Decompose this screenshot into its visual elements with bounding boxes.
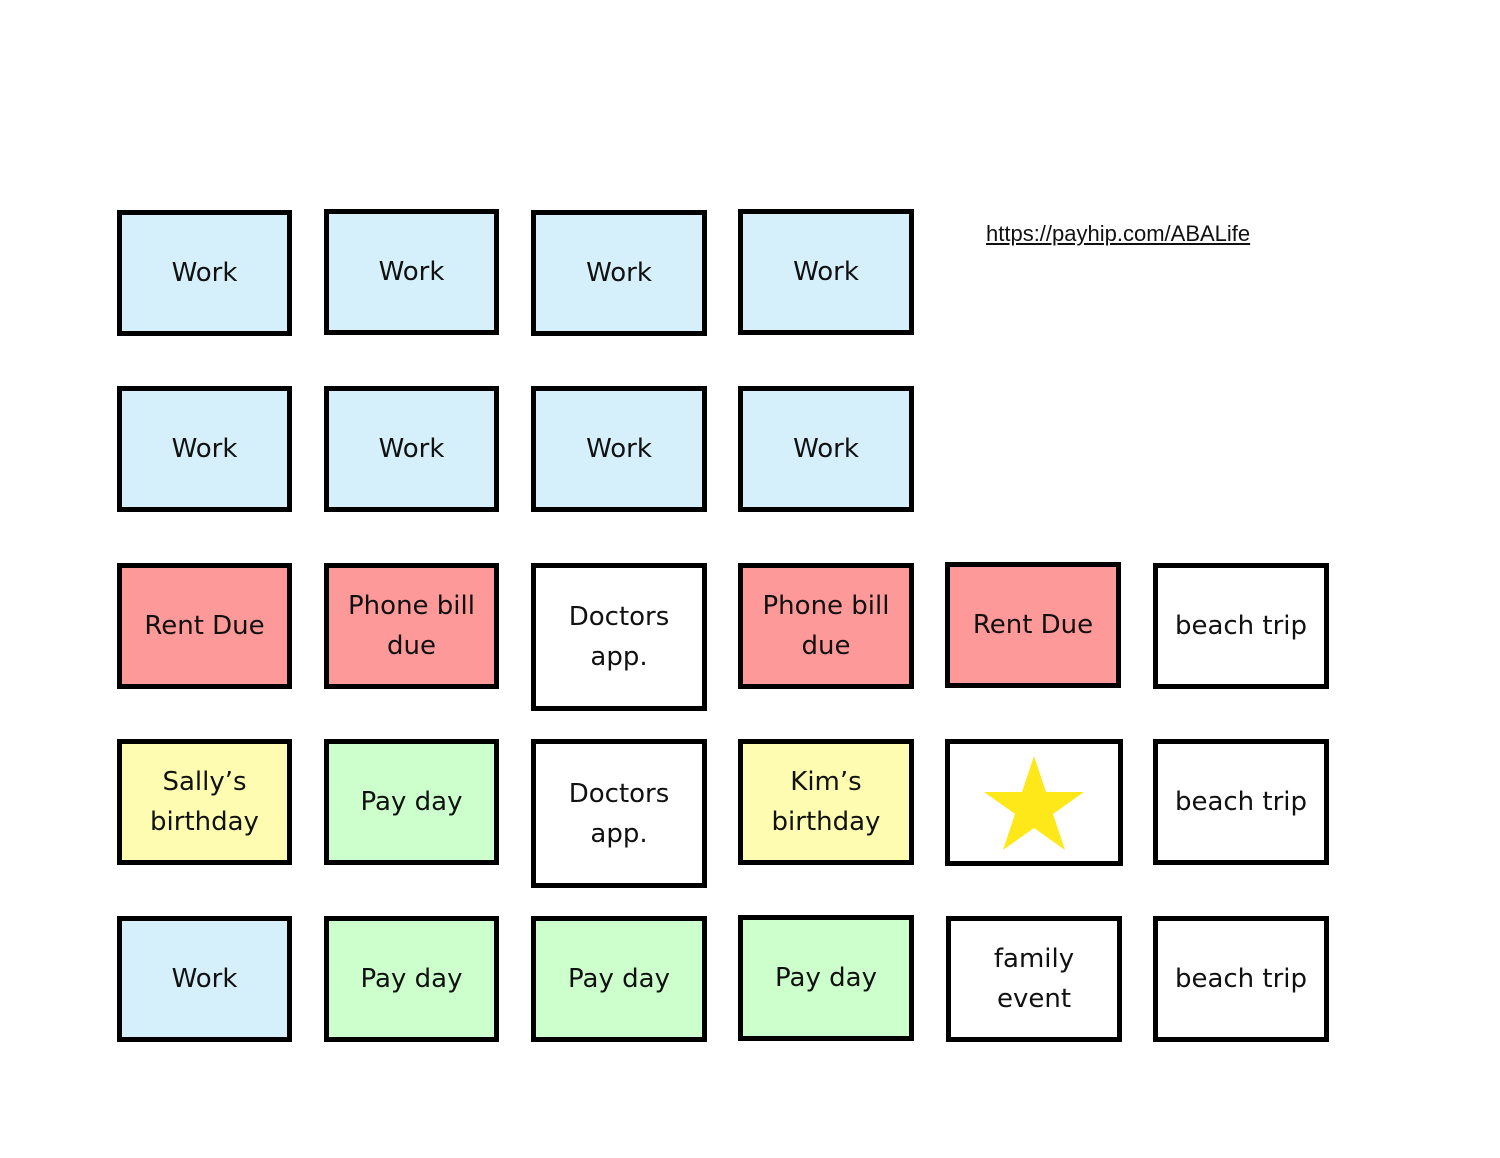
card-label: Work — [171, 434, 238, 464]
card-label: Work — [171, 964, 238, 994]
card-phone-bill-1: Phone bill due — [324, 563, 499, 689]
card-label: Doctors app. — [568, 778, 670, 849]
card-label: Rent Due — [144, 611, 265, 641]
card-label: Pay day — [360, 787, 463, 817]
card-label: Work — [171, 258, 238, 288]
card-label: Work — [793, 257, 859, 287]
card-pay-day-3: Pay day — [531, 916, 707, 1042]
card-label: beach trip — [1174, 787, 1308, 817]
card-label: Pay day — [775, 963, 877, 993]
card-work-1: Work — [117, 210, 292, 336]
card-pay-day-4: Pay day — [738, 915, 914, 1041]
card-pay-day-2: Pay day — [324, 916, 499, 1042]
card-label: beach trip — [1174, 611, 1308, 641]
card-label: Work — [586, 434, 652, 464]
card-doctors-app-1: Doctors app. — [531, 563, 707, 711]
card-work-4: Work — [738, 209, 914, 335]
card-label: Pay day — [568, 964, 670, 994]
card-beach-trip-2: beach trip — [1153, 739, 1329, 865]
card-label: Phone bill due — [762, 591, 890, 661]
card-label: Sally’s birthday — [150, 767, 259, 837]
card-label: Pay day — [360, 964, 463, 994]
card-rent-due-2: Rent Due — [945, 562, 1121, 688]
card-work-6: Work — [324, 386, 499, 512]
payhip-link[interactable]: https://payhip.com/ABALife — [986, 221, 1251, 246]
card-pay-day-1: Pay day — [324, 739, 499, 865]
card-phone-bill-2: Phone bill due — [738, 563, 914, 689]
card-label: Kim’s birthday — [771, 767, 881, 837]
card-kims-birthday: Kim’s birthday — [738, 739, 914, 865]
card-work-7: Work — [531, 386, 707, 512]
card-work-9: Work — [117, 916, 292, 1042]
card-beach-trip-1: beach trip — [1153, 563, 1329, 689]
card-label: Work — [793, 434, 859, 464]
card-label: Work — [586, 258, 652, 288]
card-label: Phone bill due — [348, 591, 475, 661]
card-label: Work — [378, 257, 445, 287]
card-doctors-app-2: Doctors app. — [531, 739, 707, 888]
card-work-5: Work — [117, 386, 292, 512]
card-star — [945, 739, 1123, 866]
star-icon — [984, 755, 1084, 850]
card-label: family event — [993, 944, 1075, 1014]
card-label: beach trip — [1174, 964, 1308, 994]
card-rent-due-1: Rent Due — [117, 563, 292, 689]
card-label: Doctors app. — [568, 602, 670, 672]
card-label: Rent Due — [972, 610, 1094, 640]
card-sallys-birthday: Sally’s birthday — [117, 739, 292, 865]
card-work-8: Work — [738, 386, 914, 512]
card-family-event: family event — [946, 916, 1122, 1042]
card-beach-trip-3: beach trip — [1153, 916, 1329, 1042]
card-work-3: Work — [531, 210, 707, 336]
card-work-2: Work — [324, 209, 499, 335]
card-label: Work — [378, 434, 445, 464]
